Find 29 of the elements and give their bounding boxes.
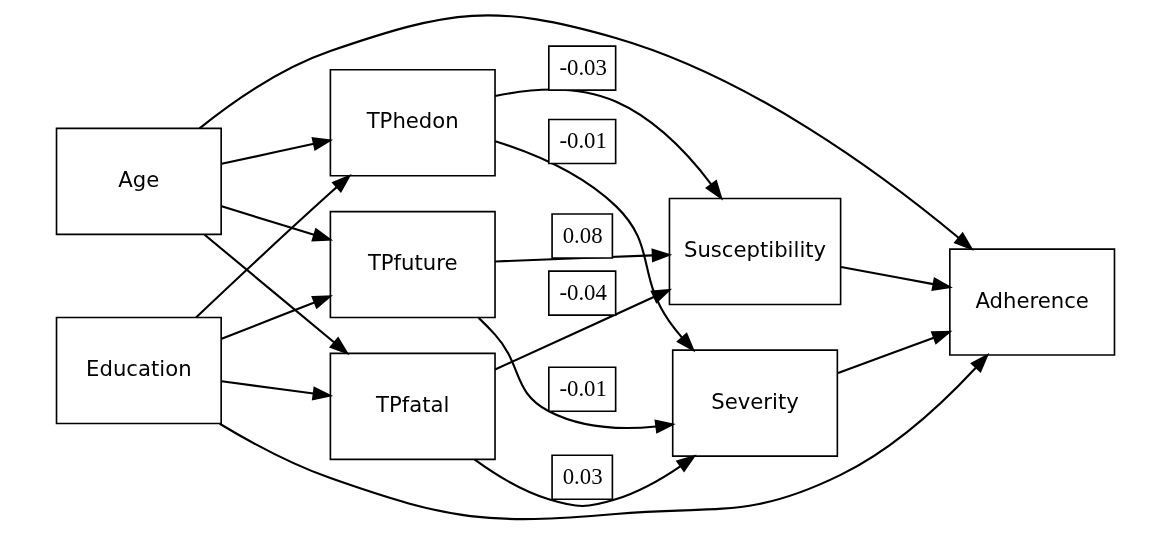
edge-label: -0.03 xyxy=(559,54,607,80)
node-box: Adherence xyxy=(949,248,1116,356)
arrow xyxy=(221,136,334,165)
arrow xyxy=(198,14,974,251)
node-box: TPhedon xyxy=(329,68,496,177)
arrow xyxy=(221,295,333,340)
node-box: Susceptibility xyxy=(668,197,842,306)
edge-label: 0.08 xyxy=(562,222,603,248)
arrow xyxy=(494,288,673,371)
arrow xyxy=(195,173,352,319)
arrow xyxy=(477,317,676,434)
node-box: Severity xyxy=(671,349,839,457)
arrow xyxy=(495,248,673,263)
edge-label: 0.03 xyxy=(562,464,603,490)
node-box: Age xyxy=(55,127,222,236)
arrow xyxy=(221,380,334,401)
arrow xyxy=(494,140,696,353)
arrow xyxy=(840,266,953,292)
node-box: TPfatal xyxy=(329,352,496,461)
arrow xyxy=(203,233,350,356)
node-box: Education xyxy=(55,316,222,425)
arrow xyxy=(494,88,723,201)
arrow xyxy=(219,352,990,521)
arrow xyxy=(221,205,333,242)
edge-label: -0.01 xyxy=(559,128,607,154)
edge-label: -0.04 xyxy=(559,279,607,305)
node-box: TPfuture xyxy=(329,210,496,319)
arrow xyxy=(837,330,953,375)
edge-label: -0.01 xyxy=(559,376,607,402)
